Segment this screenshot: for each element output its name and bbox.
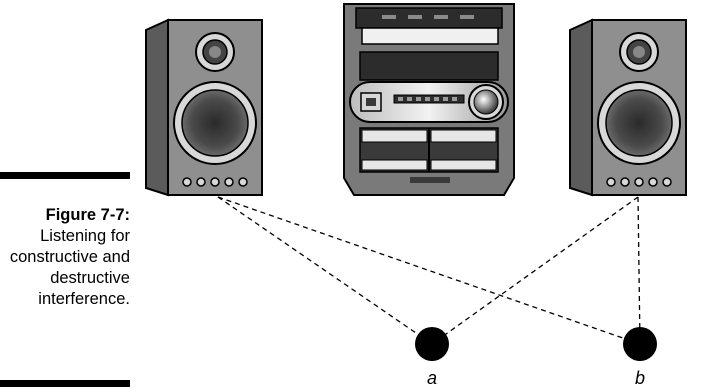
sound-paths — [217, 196, 641, 345]
right-speaker — [569, 18, 687, 197]
stereo-system — [343, 3, 515, 196]
caption-top-rule — [0, 172, 130, 179]
point-a-label: a — [427, 368, 437, 388]
path-right-to-a — [431, 196, 639, 345]
path-left-to-a — [217, 196, 433, 345]
path-left-to-b — [217, 196, 641, 345]
point-a-marker — [415, 327, 449, 361]
path-right-to-b — [637, 196, 641, 345]
figure-label: Figure 7-7: — [45, 206, 130, 224]
figure-caption: Figure 7-7: Listening for constructive a… — [0, 205, 130, 310]
figure-caption-text: Listening for constructive and destructi… — [9, 227, 130, 308]
point-b-marker — [623, 327, 657, 361]
point-b-label: b — [635, 368, 645, 388]
left-speaker — [145, 18, 263, 197]
caption-bottom-rule — [0, 380, 130, 387]
